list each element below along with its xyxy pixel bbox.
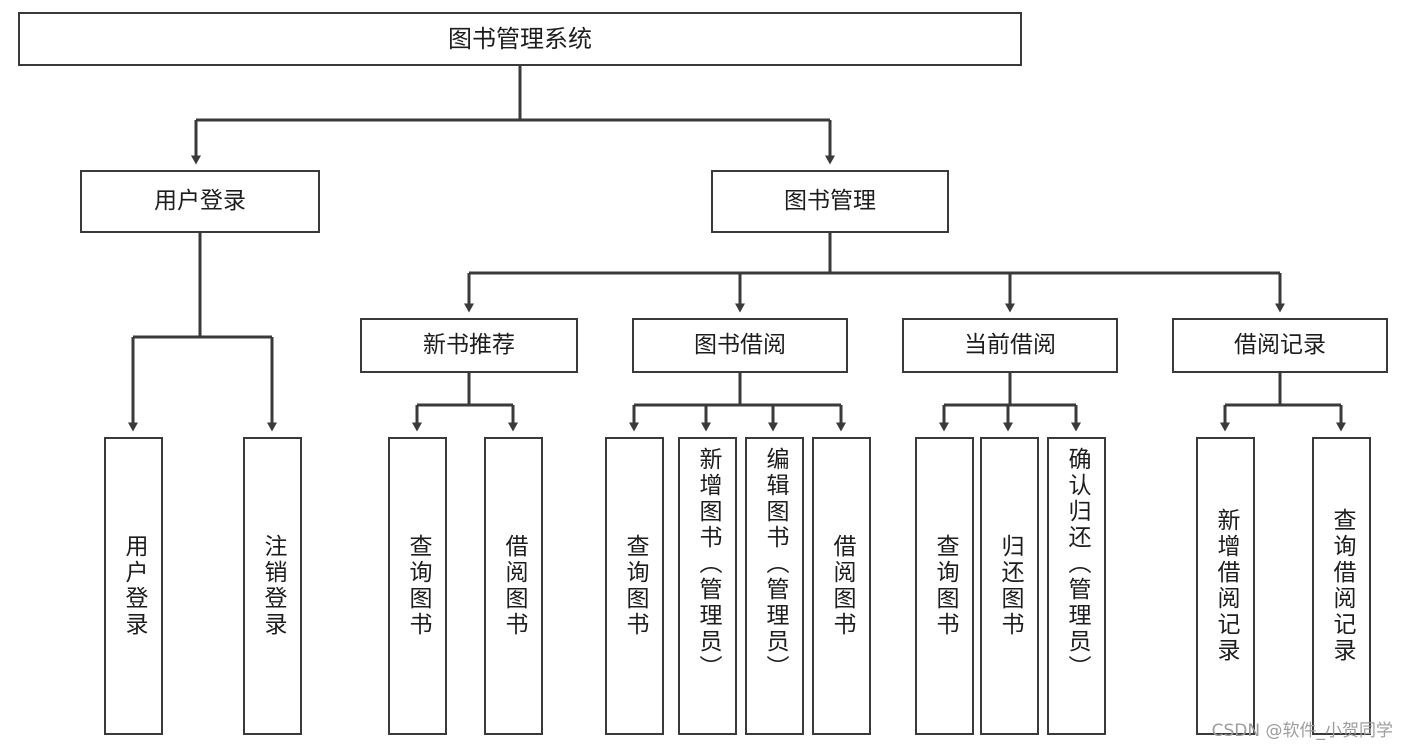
node-user-login[interactable]: 用户登录 bbox=[80, 170, 320, 233]
node-current-borrow-label: 当前借阅 bbox=[964, 331, 1056, 358]
node-book-borrow-label: 图书借阅 bbox=[694, 331, 786, 358]
leaf-logout-login-label: 注销登录 bbox=[260, 534, 286, 638]
node-book-borrow[interactable]: 图书借阅 bbox=[632, 318, 848, 373]
leaf-query-book-1-label: 查询图书 bbox=[405, 534, 431, 638]
leaf-add-borrow-record-label: 新增借阅记录 bbox=[1213, 508, 1239, 664]
leaf-borrow-book-2[interactable]: 借阅图书 bbox=[812, 437, 871, 735]
leaf-query-book-2-label: 查询图书 bbox=[622, 534, 648, 638]
node-new-book-recommend-label: 新书推荐 bbox=[423, 331, 515, 358]
leaf-add-book-admin[interactable]: 新增图书（管理员） bbox=[678, 437, 737, 735]
leaf-add-borrow-record[interactable]: 新增借阅记录 bbox=[1196, 437, 1255, 735]
leaf-confirm-return-admin[interactable]: 确认归还（管理员） bbox=[1047, 437, 1106, 735]
node-borrow-record-label: 借阅记录 bbox=[1234, 331, 1326, 358]
leaf-user-login[interactable]: 用户登录 bbox=[104, 437, 163, 735]
node-book-management[interactable]: 图书管理 bbox=[711, 170, 949, 233]
node-new-book-recommend[interactable]: 新书推荐 bbox=[360, 318, 578, 373]
watermark: CSDN @软件_小贺同学 bbox=[1211, 721, 1393, 741]
leaf-query-borrow-record[interactable]: 查询借阅记录 bbox=[1312, 437, 1371, 735]
leaf-query-book-1[interactable]: 查询图书 bbox=[388, 437, 447, 735]
leaf-edit-book-admin[interactable]: 编辑图书（管理员） bbox=[745, 437, 804, 735]
leaf-query-book-3[interactable]: 查询图书 bbox=[915, 437, 974, 735]
node-root[interactable]: 图书管理系统 bbox=[18, 12, 1022, 66]
leaf-add-book-admin-label: 新增图书（管理员） bbox=[695, 447, 721, 681]
node-borrow-record[interactable]: 借阅记录 bbox=[1172, 318, 1388, 373]
leaf-confirm-return-admin-label: 确认归还（管理员） bbox=[1064, 447, 1090, 681]
leaf-return-book-label: 归还图书 bbox=[997, 534, 1023, 638]
leaf-return-book[interactable]: 归还图书 bbox=[980, 437, 1039, 735]
node-current-borrow[interactable]: 当前借阅 bbox=[902, 318, 1118, 373]
leaf-borrow-book-1[interactable]: 借阅图书 bbox=[484, 437, 543, 735]
node-book-management-label: 图书管理 bbox=[784, 187, 876, 214]
leaf-borrow-book-2-label: 借阅图书 bbox=[829, 534, 855, 638]
leaf-borrow-book-1-label: 借阅图书 bbox=[501, 534, 527, 638]
node-user-login-label: 用户登录 bbox=[154, 187, 246, 214]
leaf-edit-book-admin-label: 编辑图书（管理员） bbox=[762, 447, 788, 681]
leaf-query-borrow-record-label: 查询借阅记录 bbox=[1329, 508, 1355, 664]
leaf-user-login-label: 用户登录 bbox=[121, 534, 147, 638]
leaf-query-book-2[interactable]: 查询图书 bbox=[605, 437, 664, 735]
node-root-label: 图书管理系统 bbox=[448, 24, 592, 53]
leaf-query-book-3-label: 查询图书 bbox=[932, 534, 958, 638]
leaf-logout-login[interactable]: 注销登录 bbox=[243, 437, 302, 735]
